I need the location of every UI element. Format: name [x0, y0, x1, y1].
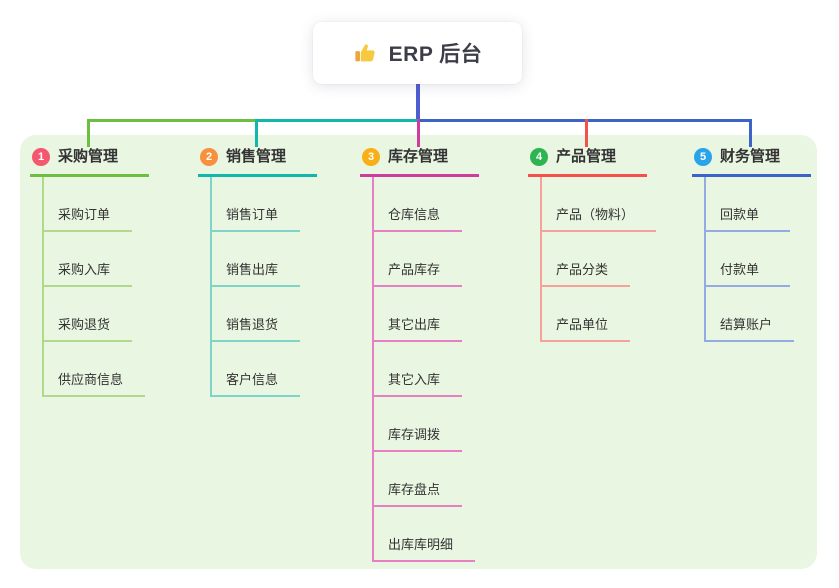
child-label: 付款单 — [720, 262, 760, 277]
child-node[interactable]: 回款单 — [706, 177, 790, 232]
trunk-segment — [255, 119, 417, 122]
trunk-segment — [417, 119, 752, 122]
thumbs-up-icon — [353, 41, 378, 66]
child-label: 其它入库 — [388, 372, 441, 387]
child-label: 采购订单 — [58, 207, 111, 222]
child-node[interactable]: 采购退货 — [44, 287, 133, 342]
child-label: 销售出库 — [226, 262, 279, 277]
child-node[interactable]: 仓库信息 — [374, 177, 463, 232]
branch-header[interactable]: 5 财务管理 — [692, 145, 811, 177]
child-node[interactable]: 采购订单 — [44, 177, 133, 232]
branch-column: 1 采购管理采购订单采购入库采购退货供应商信息 — [30, 145, 149, 397]
branch-column: 2 销售管理销售订单销售出库销售退货客户信息 — [198, 145, 317, 397]
child-node[interactable]: 付款单 — [706, 232, 790, 287]
branch-label: 产品管理 — [556, 148, 617, 165]
branch-column: 4 产品管理产品（物料） 产品分类产品单位 — [528, 145, 657, 342]
branch-children: 仓库信息产品库存其它出库其它入库库存调拨库存盘点出库库明细 — [372, 177, 479, 562]
branch-number-badge: 2 — [200, 148, 218, 166]
branch-number-badge: 3 — [362, 148, 380, 166]
child-label: 采购入库 — [58, 262, 111, 277]
root-node[interactable]: ERP 后台 — [313, 22, 522, 84]
child-label: 销售订单 — [226, 207, 279, 222]
child-label: 产品单位 — [556, 317, 609, 332]
child-label: 销售退货 — [226, 317, 279, 332]
child-node[interactable]: 其它出库 — [374, 287, 463, 342]
child-node[interactable]: 产品分类 — [542, 232, 631, 287]
child-label: 结算账户 — [720, 317, 773, 332]
branch-header[interactable]: 4 产品管理 — [528, 145, 647, 177]
branch-label: 财务管理 — [720, 148, 781, 165]
child-label: 回款单 — [720, 207, 760, 222]
branch-label: 销售管理 — [226, 148, 287, 165]
child-label: 供应商信息 — [58, 372, 124, 387]
child-node[interactable]: 出库库明细 — [374, 507, 476, 562]
child-node[interactable]: 其它入库 — [374, 342, 463, 397]
child-node[interactable]: 供应商信息 — [44, 342, 146, 397]
child-node[interactable]: 销售出库 — [212, 232, 301, 287]
branch-drop-line — [417, 119, 420, 147]
root-connector-line — [416, 84, 420, 121]
child-label: 仓库信息 — [388, 207, 441, 222]
child-node[interactable]: 库存调拨 — [374, 397, 463, 452]
branch-drop-line — [585, 119, 588, 147]
child-label: 出库库明细 — [388, 537, 454, 552]
branch-children: 采购订单采购入库采购退货供应商信息 — [42, 177, 149, 397]
branch-label: 库存管理 — [388, 148, 449, 165]
child-label: 产品（物料） — [556, 207, 635, 222]
child-node[interactable]: 客户信息 — [212, 342, 301, 397]
branch-drop-line — [255, 119, 258, 147]
child-node[interactable]: 产品库存 — [374, 232, 463, 287]
branch-number-badge: 4 — [530, 148, 548, 166]
child-label: 库存调拨 — [388, 427, 441, 442]
branches-panel — [20, 135, 817, 569]
branch-children: 产品（物料） 产品分类产品单位 — [540, 177, 657, 342]
branch-column: 3 库存管理仓库信息产品库存其它出库其它入库库存调拨库存盘点出库库明细 — [360, 145, 479, 562]
branch-children: 销售订单销售出库销售退货客户信息 — [210, 177, 317, 397]
root-label: ERP 后台 — [388, 43, 483, 66]
child-node[interactable]: 销售订单 — [212, 177, 301, 232]
child-node[interactable]: 库存盘点 — [374, 452, 463, 507]
branch-drop-line — [749, 119, 752, 147]
child-label: 客户信息 — [226, 372, 279, 387]
branch-label: 采购管理 — [58, 148, 119, 165]
child-node[interactable]: 产品单位 — [542, 287, 631, 342]
child-label: 采购退货 — [58, 317, 111, 332]
child-label: 产品分类 — [556, 262, 609, 277]
child-label: 库存盘点 — [388, 482, 441, 497]
child-node[interactable]: 销售退货 — [212, 287, 301, 342]
branch-header[interactable]: 1 采购管理 — [30, 145, 149, 177]
branch-number-badge: 5 — [694, 148, 712, 166]
child-node[interactable]: 采购入库 — [44, 232, 133, 287]
branch-header[interactable]: 2 销售管理 — [198, 145, 317, 177]
child-label: 其它出库 — [388, 317, 441, 332]
branch-children: 回款单付款单结算账户 — [704, 177, 811, 342]
branch-number-badge: 1 — [32, 148, 50, 166]
branch-drop-line — [87, 119, 90, 147]
branch-column: 5 财务管理回款单付款单结算账户 — [692, 145, 811, 342]
child-node[interactable]: 产品（物料） — [542, 177, 657, 232]
child-node[interactable]: 结算账户 — [706, 287, 795, 342]
trunk-segment — [87, 119, 255, 122]
child-label: 产品库存 — [388, 262, 441, 277]
branch-header[interactable]: 3 库存管理 — [360, 145, 479, 177]
